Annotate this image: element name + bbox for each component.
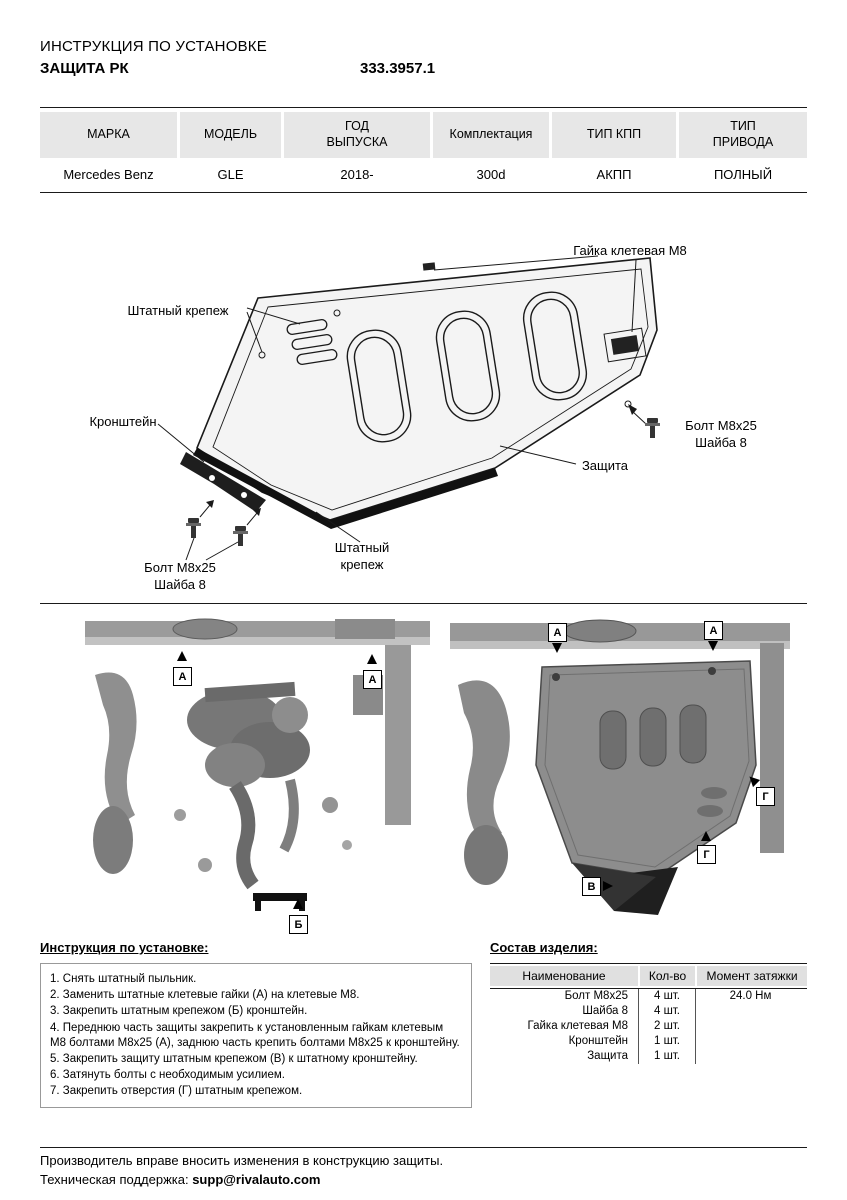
spec-value-model: GLE [217, 166, 244, 182]
part-qty: 4 шт. [638, 989, 695, 1004]
spec-value-year: 2018- [340, 166, 374, 182]
spec-header-drive: ТИП ПРИВОДА [679, 112, 807, 158]
part-torque [695, 1034, 805, 1049]
part-name: Болт М8х25 [564, 990, 628, 1002]
spec-header-marka: МАРКА [40, 112, 177, 158]
instruction-step: 2. Заменить штатные клетевые гайки (А) н… [50, 989, 360, 1002]
arrow-up-icon [177, 651, 187, 661]
support-email-link[interactable]: supp@rivalauto.com [192, 1172, 321, 1187]
instruction-step: 1. Снять штатный пыльник. [50, 973, 197, 985]
parts-header-torque: Момент затяжки [697, 966, 807, 986]
instruction-step: 3. Закрепить штатным крепежом (Б) кроншт… [50, 1005, 308, 1018]
label-bolt-right: Болт М8х25 Шайба 8 [685, 418, 757, 450]
part-name: Кронштейн [568, 1035, 628, 1047]
part-qty: 4 шт. [638, 1004, 695, 1019]
shield-diagram-section: Гайка клетевая М8 Штатный крепеж Кронште… [0, 212, 847, 602]
arrow-up-icon [701, 831, 711, 841]
photo-marker-a: А [548, 623, 567, 642]
support-label: Техническая поддержка: [40, 1172, 193, 1187]
divider-footer [40, 1147, 807, 1148]
spec-value-marka: Mercedes Benz [63, 166, 154, 182]
bolt-icon-right [645, 418, 660, 438]
instruction-step: 5. Закрепить защиту штатным крепежом (В)… [50, 1052, 418, 1065]
arrow-down-icon [552, 643, 562, 653]
spec-header-year: ГОД ВЫПУСКА [284, 112, 430, 158]
footer-disclaimer: Производитель вправе вносить изменения в… [40, 1153, 444, 1168]
spec-value-gearbox: АКПП [596, 166, 632, 182]
photo-marker-a: А [704, 621, 723, 640]
instruction-step: 7. Закрепить отверстия (Г) штатным крепе… [50, 1085, 303, 1098]
arrow-down-icon [708, 641, 718, 651]
photo-underbody-before: А А Б [85, 615, 430, 935]
divider-spec [40, 192, 807, 193]
part-number: 333.3957.1 [360, 60, 436, 77]
parts-header-name: Наименование [490, 966, 638, 986]
label-bolt-left: Болт М8х25 Шайба 8 [144, 560, 216, 592]
instructions-title: Инструкция по установке: [40, 940, 209, 955]
bolt-icon-left-2 [233, 526, 248, 546]
bolt-icon-left-1 [186, 518, 201, 538]
arrow-right-icon [603, 881, 613, 891]
photo-marker-g: Г [756, 787, 775, 806]
part-torque: 24.0 Нм [695, 989, 805, 1004]
shield-diagram-drawing [157, 255, 660, 561]
photo-marker-a: А [173, 667, 192, 686]
photo-marker-g: Г [697, 845, 716, 864]
footer-support: Техническая поддержка: supp@rivalauto.co… [40, 1172, 320, 1187]
spec-header-gearbox: ТИП КПП [552, 112, 676, 158]
underbody-photo-drawing [85, 615, 430, 935]
parts-table-body: Болт М8х25 4 шт. 24.0 Нм Шайба 8 4 шт. Г… [490, 988, 807, 1064]
parts-list-section: Состав изделия: Наименование Кол-во Моме… [490, 940, 807, 1064]
parts-row: Шайба 8 4 шт. [490, 1004, 807, 1019]
parts-row: Кронштейн 1 шт. [490, 1034, 807, 1049]
divider-diagram [40, 603, 807, 604]
parts-row: Гайка клетевая М8 2 шт. [490, 1019, 807, 1034]
part-torque [695, 1049, 805, 1064]
part-qty: 1 шт. [638, 1049, 695, 1064]
parts-row: Болт М8х25 4 шт. 24.0 Нм [490, 989, 807, 1004]
arrow-up-icon [367, 654, 377, 664]
spec-value-trim: 300d [476, 166, 506, 182]
document-subtitle: ЗАЩИТА РК [40, 60, 129, 77]
parts-row: Защита 1 шт. [490, 1049, 807, 1064]
arrow-up-icon [293, 899, 303, 909]
spec-header-trim: Комплектация [433, 112, 549, 158]
parts-header-qty: Кол-во [640, 966, 695, 986]
spec-table-header: МАРКА МОДЕЛЬ ГОД ВЫПУСКА Комплектация ТИ… [40, 112, 807, 158]
spec-header-model: МОДЕЛЬ [180, 112, 281, 158]
part-qty: 1 шт. [638, 1034, 695, 1049]
divider-header [40, 107, 807, 108]
spec-value-drive: ПОЛНЫЙ [713, 166, 773, 182]
photo-marker-v: В [582, 877, 601, 896]
instruction-step: 6. Затянуть болты с необходимым усилием. [50, 1069, 285, 1082]
part-torque [695, 1004, 805, 1019]
label-factory-mount-top: Штатный крепеж [127, 303, 229, 318]
label-shield: Защита [581, 458, 629, 473]
label-factory-mount-bottom: Штатный крепеж [334, 540, 390, 572]
installed-shield-photo-drawing [450, 615, 790, 935]
instructions-steps-list: 1. Снять штатный пыльник. 2. Заменить шт… [40, 963, 472, 1109]
document-title: ИНСТРУКЦИЯ ПО УСТАНОВКЕ [40, 38, 267, 55]
part-name: Гайка клетевая М8 [527, 1020, 628, 1032]
parts-table-header: Наименование Кол-во Момент затяжки [490, 963, 807, 986]
part-name: Шайба 8 [582, 1005, 628, 1017]
spec-table-row: Mercedes Benz GLE 2018- 300d АКПП ПОЛНЫЙ [40, 160, 807, 188]
part-qty: 2 шт. [638, 1019, 695, 1034]
photo-marker-b: Б [289, 915, 308, 934]
label-cage-nut: Гайка клетевая М8 [573, 243, 687, 258]
instruction-step: 4. Переднюю часть защиты закрепить к уст… [50, 1021, 460, 1049]
photo-marker-a: А [363, 670, 382, 689]
installation-instructions-section: Инструкция по установке: 1. Снять штатны… [40, 940, 472, 1109]
parts-title: Состав изделия: [490, 940, 598, 955]
label-bracket: Кронштейн [89, 414, 157, 429]
part-torque [695, 1019, 805, 1034]
photo-underbody-after: А А Г Г В [450, 615, 790, 935]
part-name: Защита [587, 1050, 628, 1062]
